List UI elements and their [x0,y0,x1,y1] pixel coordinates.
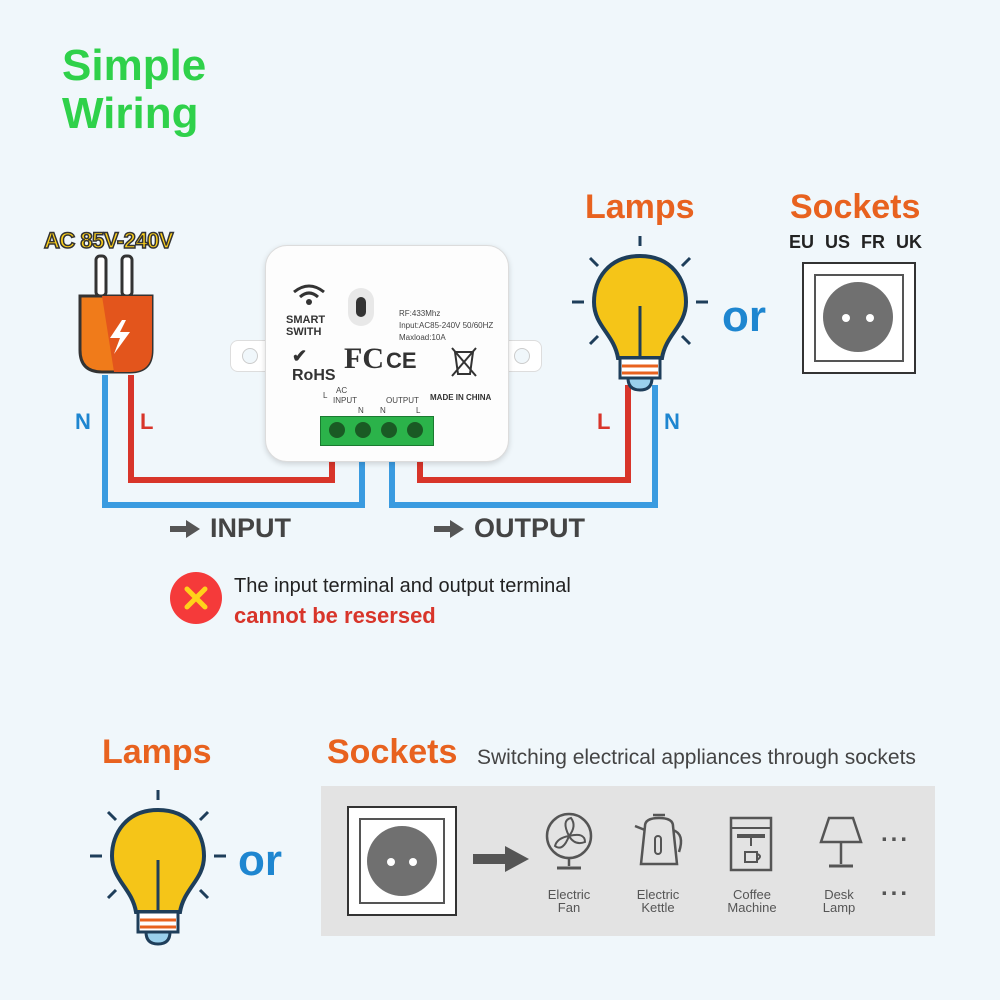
panel-socket-icon [347,806,457,916]
coffee-machine-icon [729,816,773,872]
appliance-label-coffee: Coffee Machine [717,888,787,914]
output-flow-label: OUTPUT [434,513,585,544]
page-title: Simple Wiring [62,42,206,138]
lamps-heading: Lamps [585,188,695,226]
lamp-neutral-label: N [664,409,680,434]
ac-label: AC [336,380,347,398]
weee-bin-icon [451,347,477,377]
appliance-coffee-line-1: Coffee [732,887,772,902]
terminal-n2-label: N [380,406,386,415]
output-flow-text: OUTPUT [474,513,585,543]
voltage-label: AC 85V-240V [43,227,174,254]
spec-maxload: Maxload:10A [399,333,446,342]
spec-input: Input:AC85-240V 50/60HZ [399,321,494,330]
appliance-kettle-line-2: Kettle [641,900,675,915]
more-ellipsis-1: ... [881,820,911,847]
input-flow-text: INPUT [210,513,291,543]
title-line-1: Simple [62,41,207,90]
light-bulb-icon [572,236,708,392]
device-name-line-1: SMART [286,314,326,326]
appliance-fan-line-1: Electric [547,887,591,902]
socket-types: EU US FR UK [789,232,923,252]
input-arrow-icon [170,519,200,538]
electric-fan-icon [545,812,593,870]
bottom-sockets-heading: Sockets [327,733,458,771]
terminal-l2-label: L [416,406,421,415]
rohs-mark: ✔RoHS [292,346,336,384]
warning-line-1: The input terminal and output terminal [234,575,571,597]
rohs-text: RoHS [292,367,336,384]
output-arrow-icon [434,519,464,538]
appliance-coffee-line-2: Machine [727,900,777,915]
or-text-top: or [722,292,766,341]
plug-live-label: L [140,409,154,434]
device-name: SMART SWITH [286,314,325,338]
desk-lamp-icon [819,816,863,868]
ce-mark: CE [386,348,417,373]
pairing-button[interactable] [348,288,374,326]
output-live-wire [417,385,631,483]
bottom-lamps-heading: Lamps [102,733,212,771]
bottom-light-bulb-icon [90,790,226,946]
power-plug-icon [78,254,154,374]
ac-text: AC [336,386,348,395]
wall-socket-icon [802,262,916,374]
sockets-heading: Sockets [790,188,921,226]
smart-switch-device: SMART SWITH ✔RoHS FC AC CE RF:433Mhz Inp… [265,245,509,462]
plug-neutral-label: N [75,409,91,434]
terminal-n1-label: N [358,406,364,415]
input-flow-label: INPUT [170,513,291,544]
output-neutral-wire [389,385,658,508]
spec-rf: RF:433Mhz [399,309,441,318]
electric-kettle-icon [634,813,683,866]
fcc-mark: FC [344,342,384,375]
sockets-description: Switching electrical appliances through … [477,746,916,769]
warning-x-icon [170,572,222,624]
or-text-bottom: or [238,836,282,885]
title-line-2: Wiring [62,89,199,138]
more-ellipsis-2: ... [881,874,911,901]
terminal-l1-label: L [323,391,328,400]
input-live-wire [128,375,335,483]
output-terminal-label: OUTPUT [386,396,419,405]
appliance-label-kettle: Electric Kettle [623,888,693,914]
input-terminal-label: INPUT [333,396,357,405]
input-neutral-wire [102,375,365,508]
appliance-fan-line-2: Fan [557,900,581,915]
wifi-icon [293,284,325,305]
panel-arrow-icon [473,846,529,872]
terminal-block [320,416,434,446]
device-name-line-2: SWITH [286,326,322,338]
warning-line-2: cannot be resersed [234,603,436,628]
appliance-lamp-line-2: Lamp [822,900,856,915]
device-specs: RF:433Mhz Input:AC85-240V 50/60HZ Maxloa… [399,308,493,344]
lamp-live-label: L [597,409,611,434]
appliance-kettle-line-1: Electric [636,887,680,902]
appliance-label-desk-lamp: Desk Lamp [804,888,874,914]
appliances-panel: Electric Fan Electric Kettle Coffee Mach… [321,786,935,936]
made-in-label: MADE IN CHINA [430,393,492,402]
appliance-label-fan: Electric Fan [534,888,604,914]
appliance-lamp-line-1: Desk [824,887,854,902]
